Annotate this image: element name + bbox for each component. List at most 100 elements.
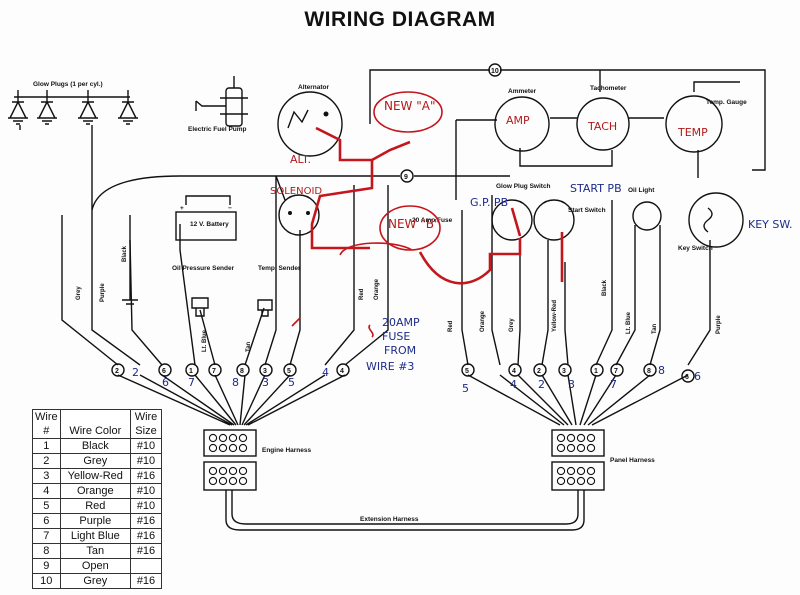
svg-text:7: 7	[614, 368, 618, 375]
gp-pb-handwritten: G.P. PB	[470, 196, 508, 209]
svg-text:5: 5	[287, 368, 291, 375]
amp-handwritten: AMP	[506, 114, 530, 127]
svg-text:2: 2	[538, 378, 545, 391]
temp-gauge-label: Temp. Gauge	[706, 99, 747, 106]
fuse-note-line4: WIRE #3	[366, 360, 414, 373]
start-switch-icon: Start Switch START PB	[533, 182, 622, 241]
engine-harness-terminals: 2 6 1 7 8 3 5 4	[111, 363, 350, 377]
solenoid-icon: SOLENOID	[270, 186, 322, 236]
svg-text:4: 4	[510, 378, 517, 391]
wire-label-grey-right: Grey	[509, 318, 515, 332]
wire-label-orange: Orange	[374, 278, 380, 300]
oil-pressure-sender-icon: Oil Pressure Sender	[172, 265, 235, 317]
svg-text:1: 1	[189, 368, 193, 375]
svg-text:3: 3	[263, 368, 267, 375]
svg-text:6: 6	[685, 374, 689, 381]
svg-text:4: 4	[512, 368, 516, 375]
temp-handwritten: TEMP	[677, 126, 708, 139]
svg-text:4: 4	[322, 366, 329, 379]
extension-harness-label: Extension Harness	[360, 516, 419, 523]
wire-label-grey: Grey	[76, 286, 82, 300]
wire-label-black: Black	[122, 245, 128, 262]
svg-text:5: 5	[288, 376, 295, 389]
wire-label-tan-right: Tan	[652, 323, 658, 334]
ammeter-label: Ammeter	[508, 88, 537, 95]
oil-light-icon: Oil Light	[628, 187, 662, 231]
new-b-note: NEW "B"	[388, 217, 440, 231]
fuse-note-line3: FROM	[384, 344, 416, 357]
svg-text:10: 10	[491, 68, 499, 75]
fuse-label: 20 Amp Fuse	[412, 217, 453, 224]
new-b-oval	[379, 205, 441, 251]
wire-label-tan: Tan	[246, 341, 252, 352]
engine-harness-connector-icon: Engine Harness	[203, 429, 312, 491]
new-a-oval	[373, 91, 443, 133]
temp-sender-label: Temp. Sender	[258, 265, 301, 272]
svg-text:3: 3	[562, 368, 566, 375]
wire-label-purple: Purple	[100, 283, 106, 302]
wire-9-node: 9	[400, 169, 414, 183]
svg-text:2: 2	[132, 366, 139, 379]
svg-text:7: 7	[610, 378, 617, 391]
alternator-label: Alternator	[298, 84, 330, 91]
wire-label-black-right: Black	[602, 279, 608, 296]
svg-text:9: 9	[404, 174, 408, 181]
svg-text:−: −	[228, 205, 232, 212]
svg-text:2: 2	[537, 368, 541, 375]
wire-label-ltblue-right: Lt. Blue	[626, 311, 632, 334]
fuel-pump-icon: Electric Fuel Pump	[188, 76, 248, 133]
svg-text:6: 6	[162, 368, 166, 375]
wire-label-ltblue: Lt. Blue	[202, 329, 208, 352]
panel-harness-terminals: 5 4 2 3 1 7 8 6	[461, 363, 695, 383]
glow-plugs-label: Glow Plugs (1 per cyl.)	[33, 81, 103, 88]
start-pb-handwritten: START PB	[570, 182, 622, 195]
alt-handwritten: ALT.	[290, 153, 311, 166]
svg-text:3: 3	[568, 378, 575, 391]
handwritten-wire-numbers: 2 6 7 8 3 5 4 5 4 2 3 7 8 6	[132, 364, 701, 395]
panel-harness-label: Panel Harness	[610, 457, 655, 464]
oil-sender-label: Oil Pressure Sender	[172, 265, 235, 272]
key-switch-label: Key Switch	[678, 245, 713, 252]
svg-text:+: +	[180, 205, 184, 212]
svg-text:7: 7	[188, 376, 195, 389]
fuse-note-line2: FUSE	[382, 330, 410, 343]
glow-switch-label: Glow Plug Switch	[496, 183, 551, 190]
fuel-pump-label: Electric Fuel Pump	[188, 126, 247, 133]
glow-plug-switch-icon: Glow Plug Switch G.P. PB	[470, 183, 551, 241]
svg-text:8: 8	[647, 368, 651, 375]
svg-text:5: 5	[465, 368, 469, 375]
svg-text:1: 1	[594, 368, 598, 375]
temp-gauge-icon: Temp. Gauge TEMP	[665, 95, 747, 153]
svg-text:6: 6	[694, 370, 701, 383]
tachometer-gauge-icon: Tachometer TACH	[576, 85, 630, 151]
black-wiring	[19, 69, 766, 531]
svg-text:4: 4	[340, 368, 344, 375]
oil-light-label: Oil Light	[628, 187, 655, 194]
wire-label-red-right: Red	[448, 320, 454, 332]
legend-header-row: Wire Wire	[32, 409, 162, 424]
svg-text:2: 2	[115, 368, 119, 375]
svg-text:6: 6	[162, 376, 169, 389]
temp-sender-icon: Temp. Sender	[257, 265, 301, 317]
wire-10-node: 10	[488, 63, 502, 77]
svg-text:8: 8	[658, 364, 665, 377]
new-a-note: NEW "A"	[384, 99, 436, 113]
alternator-icon: Alternator ALT.	[277, 84, 343, 166]
svg-text:7: 7	[212, 368, 216, 375]
wire-label-yellow-red: Yellow-Red	[552, 300, 558, 332]
glow-plugs-icon: Glow Plugs (1 per cyl.)	[8, 81, 138, 125]
svg-text:8: 8	[232, 376, 239, 389]
diagram-title: WIRING DIAGRAM	[304, 8, 496, 31]
panel-harness-connector-icon: Panel Harness	[551, 429, 655, 491]
